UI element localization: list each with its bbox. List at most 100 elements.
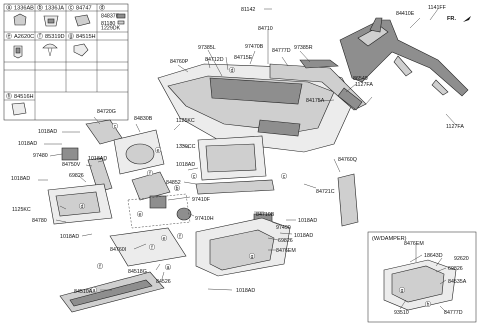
- label-84852: 84852: [166, 180, 181, 186]
- svg-text:a: a: [8, 5, 11, 11]
- label-1018AD-9: 1018AD: [236, 288, 255, 294]
- bracket-icon: [74, 14, 91, 27]
- label-84777D: 84777D: [272, 48, 291, 54]
- svg-text:f: f: [149, 171, 151, 177]
- svg-text:b: b: [39, 5, 42, 11]
- legend-d-code-3: 1229DK: [101, 26, 121, 32]
- side-cover-84750V: [87, 157, 113, 193]
- label-1125KC: 1125KC: [176, 118, 195, 124]
- center-fascia-panel: [197, 135, 267, 181]
- label-1141FF: 1141FF: [428, 5, 447, 11]
- garnish-84852: [195, 179, 275, 195]
- legend-cell-e: e A2620C: [6, 33, 34, 59]
- legend-cell-b: b 1336JA: [37, 4, 64, 27]
- legend-h-code: 84516H: [14, 94, 34, 100]
- svg-text:c: c: [193, 174, 196, 180]
- label-84510A: 84510A: [74, 289, 93, 295]
- label-84721C: 84721C: [316, 189, 335, 195]
- label-84780: 84780: [32, 218, 47, 224]
- label-1018AD-6: 1018AD: [176, 162, 195, 168]
- label-84830B: 84830B: [134, 116, 153, 122]
- svg-text:g: g: [401, 288, 404, 294]
- legend-cell-h: h 84516H: [6, 93, 34, 116]
- label-97410F: 97410F: [192, 197, 211, 203]
- air-duct-group: [269, 59, 367, 111]
- label-97480: 97480: [33, 153, 48, 159]
- svg-text:g: g: [70, 34, 73, 40]
- label-69826-b: 69826: [278, 238, 293, 244]
- label-1018AD-4: 1018AD: [11, 176, 30, 182]
- label-69826-a: 69826: [69, 173, 84, 179]
- svg-text:a: a: [167, 265, 170, 271]
- label-97385L: 97385L: [198, 45, 216, 51]
- right-side-trim-84760Q: [337, 173, 359, 227]
- center-vent-97410H: [176, 207, 192, 221]
- label-97470B: 97470B: [245, 44, 264, 50]
- damper-label-69826: 69826: [448, 266, 463, 272]
- legend-cell-f: f 85319D: [37, 33, 65, 57]
- label-84750V: 84750V: [62, 162, 81, 168]
- push-pin-icon: [42, 43, 58, 49]
- svg-text:d: d: [101, 5, 104, 11]
- pad-icon: [11, 102, 27, 116]
- svg-text:f: f: [179, 234, 181, 240]
- damper-label-8476EM: 8476EM: [404, 241, 424, 247]
- label-84518G: 84518G: [128, 269, 147, 275]
- pad-icon: [73, 43, 89, 57]
- fr-label: FR.: [447, 16, 456, 22]
- center-vent-97410F: [149, 195, 167, 209]
- legend-cell-c: c 84747: [68, 4, 92, 27]
- svg-text:b: b: [176, 186, 179, 192]
- damper-label-18643D: 18643D: [424, 253, 443, 259]
- label-1018AD-5: 1018AD: [60, 234, 79, 240]
- damper-label-92620: 92620: [454, 256, 469, 262]
- svg-text:c: c: [70, 5, 73, 11]
- label-1018AD-8: 1018AD: [294, 233, 313, 239]
- label-84760Q: 84760Q: [338, 157, 357, 163]
- svg-text:h: h: [8, 94, 11, 100]
- label-84760I: 84760I: [110, 247, 126, 253]
- lower-panel-84760I: [109, 227, 187, 267]
- legend-g-code: 84515H: [76, 34, 96, 40]
- knee-bolster-84510A: [59, 271, 165, 313]
- svg-text:c: c: [114, 124, 117, 130]
- svg-text:e: e: [163, 236, 166, 242]
- legend-cell-d: d 84837F 81180 1229DK: [99, 4, 126, 32]
- label-84175A: 84175A: [306, 98, 325, 104]
- left-vent-97480: [61, 147, 79, 161]
- label-84720G: 84720G: [97, 109, 116, 115]
- label-84526: 84526: [156, 279, 171, 285]
- svg-text:e: e: [8, 34, 11, 40]
- svg-text:d: d: [231, 68, 234, 74]
- damper-title: (W/DAMPER): [372, 236, 407, 242]
- cowl-crossbar: [339, 17, 469, 97]
- cluster-fascia-84830B: [113, 129, 165, 175]
- label-84710: 84710: [258, 26, 273, 32]
- svg-text:f: f: [99, 264, 101, 270]
- label-1339CC: 1339CC: [176, 144, 196, 150]
- callout-circles: c e f c b d c e e f f a f a g d g h: [78, 66, 432, 308]
- label-97385R: 97385R: [294, 45, 313, 51]
- legend-c-code: 84747: [76, 5, 92, 11]
- label-84410E: 84410E: [396, 11, 415, 17]
- legend-d-code-2: 81180: [101, 21, 115, 27]
- legend-cell-g: g 84515H: [68, 33, 96, 57]
- svg-text:f: f: [151, 245, 153, 251]
- leader-lines: [38, 8, 457, 313]
- arrow-icon: [463, 16, 471, 22]
- legend-f-code: 85319D: [45, 34, 65, 40]
- bracket-84710B: [127, 193, 191, 229]
- legend-b-code: 1336JA: [45, 5, 64, 11]
- label-8476EM: 8476EM: [276, 248, 296, 254]
- damper-inset: (W/DAMPER): [367, 231, 477, 323]
- label-97490: 97490: [276, 225, 291, 231]
- svg-text:h: h: [427, 302, 430, 308]
- legend-a-code: 1336AB: [14, 5, 34, 11]
- legend-e-code: A2620C: [14, 34, 34, 40]
- label-1018AD-2: 1018AD: [18, 141, 37, 147]
- svg-text:d: d: [81, 204, 84, 210]
- legend-cell-a: a 1336AB: [6, 4, 34, 26]
- label-1018AD-7: 1018AD: [298, 218, 317, 224]
